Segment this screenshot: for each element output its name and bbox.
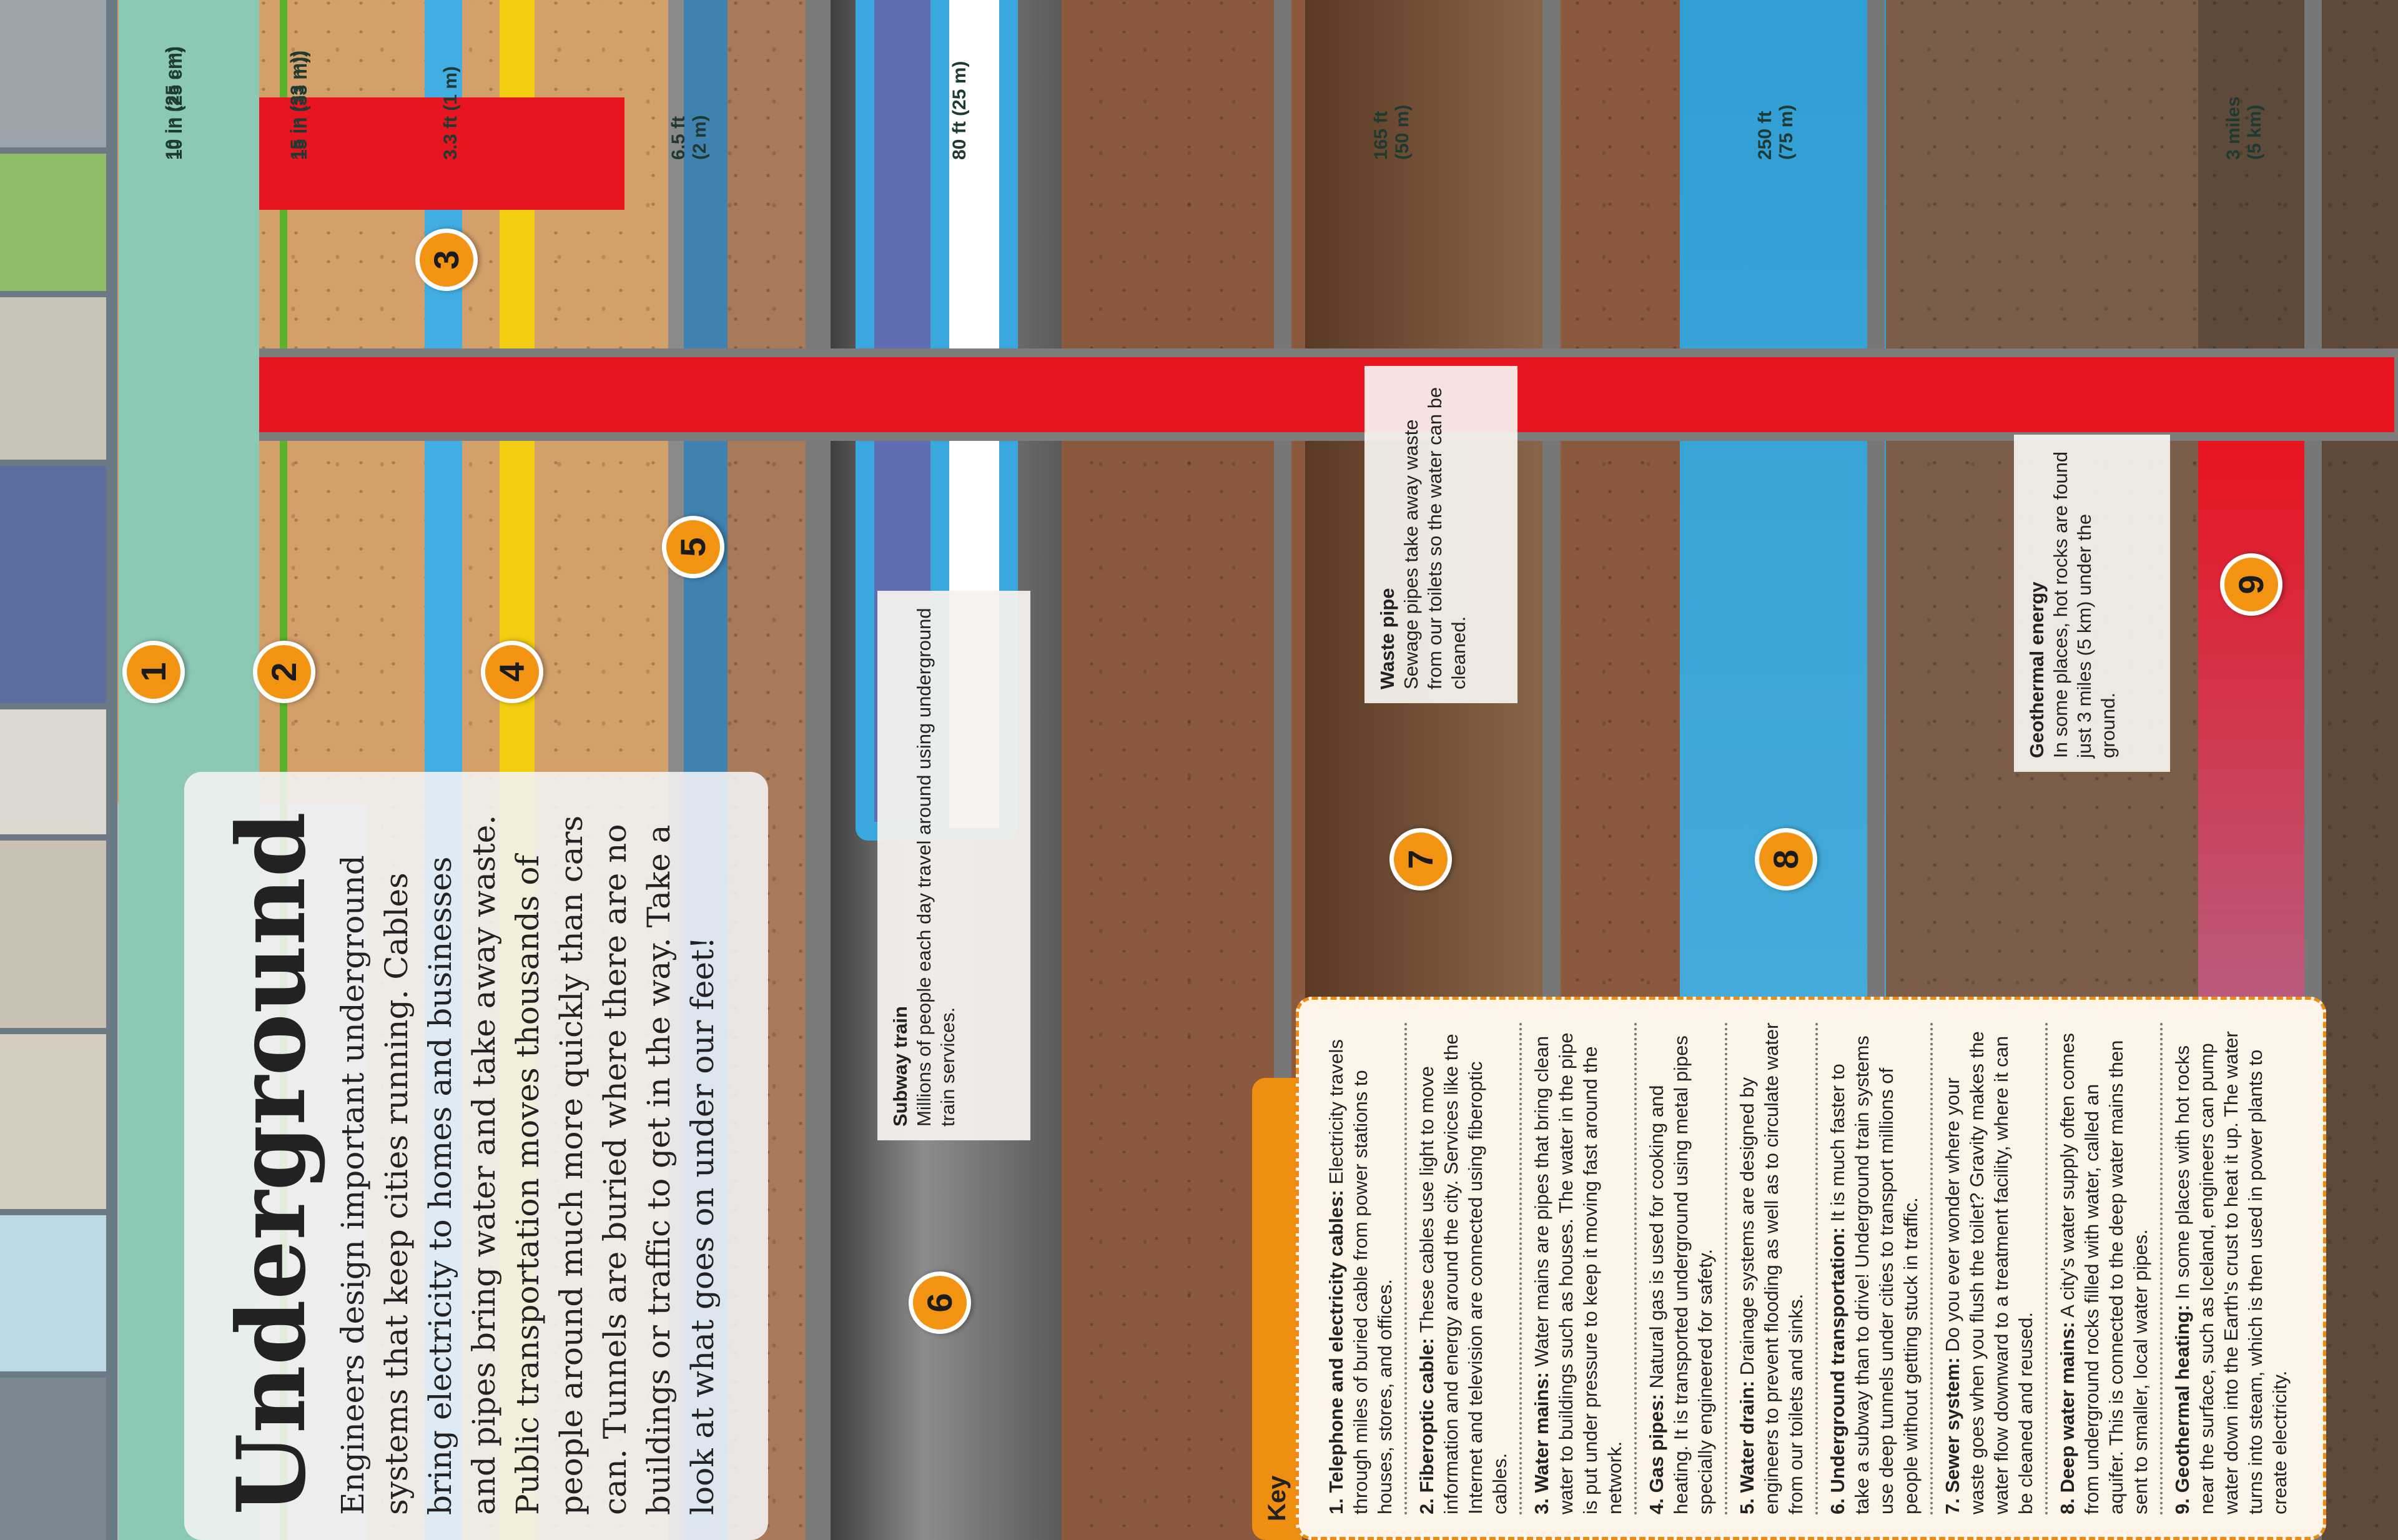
badge-4: 4	[481, 641, 543, 703]
building	[0, 297, 106, 460]
callout-title: Subway train	[889, 1006, 911, 1127]
key-tab: Key	[1252, 1078, 1302, 1540]
depth-label-3: 3.3 ft (1 m)	[440, 66, 461, 160]
key-item: 5. Water drain: Drainage systems are des…	[1727, 1022, 1818, 1514]
key-item: 6. Underground transportation: It is muc…	[1818, 1022, 1933, 1514]
callout-title: Waste pipe	[1376, 588, 1398, 690]
badge-5: 5	[662, 516, 724, 578]
callout-waste-pipe: Waste pipe Sewage pipes take away waste …	[1364, 366, 1517, 703]
key-item: 3. Water mains: Water mains are pipes th…	[1522, 1022, 1637, 1514]
building	[0, 1034, 106, 1209]
intro-text: Engineers design important underground s…	[335, 814, 721, 1515]
depth-label-5: 80 ft (25 m)	[949, 61, 970, 160]
depth-label-6: 165 ft(50 m)	[1371, 104, 1413, 160]
building	[0, 1378, 106, 1540]
key-item: 9. Geothermal heating: In some places wi…	[2171, 1031, 2291, 1514]
callout-text: Sewage pipes take away waste from our to…	[1400, 387, 1469, 689]
depth-label-4: 6.5 ft(2 m)	[668, 115, 710, 160]
callout-subway: Subway train Millions of people each day…	[877, 591, 1030, 1140]
red-heating-pipe	[187, 348, 2398, 441]
page-title: Underground	[217, 811, 327, 1515]
key-item: 4. Gas pipes: Natural gas is used for co…	[1637, 1022, 1727, 1514]
building	[0, 841, 106, 1028]
intro-panel: Underground Engineers design important u…	[184, 772, 768, 1540]
key-item: 7. Sewer system: Do you ever wonder wher…	[1933, 1022, 2048, 1514]
building	[0, 466, 106, 703]
badge-9: 9	[2220, 553, 2282, 616]
badge-2: 2	[253, 641, 315, 703]
depth-label-7: 250 ft(75 m)	[1755, 104, 1797, 160]
building	[0, 709, 106, 834]
callout-text: In some places, hot rocks are found just…	[2050, 451, 2119, 758]
key-item: 8. Deep water mains: A city's water supp…	[2048, 1022, 2163, 1514]
callout-geothermal: Geothermal energy In some places, hot ro…	[2014, 435, 2170, 772]
badge-1: 1	[122, 641, 185, 703]
depth-label-2: 15 in (33 m))	[290, 50, 311, 160]
depth-label-1: 10 in (25 cm)	[165, 46, 186, 160]
street-scene	[0, 0, 117, 1540]
building	[0, 0, 106, 147]
badge-6: 6	[909, 1271, 971, 1334]
badge-3: 3	[415, 229, 478, 291]
key-item: 2. Fiberoptic cable: These cables use li…	[1407, 1022, 1522, 1514]
callout-text: Millions of people each day travel aroun…	[913, 608, 959, 1127]
badge-8: 8	[1755, 828, 1817, 891]
key-box: 1. Telephone and electricity cables: Ele…	[1296, 997, 2326, 1540]
badge-7: 7	[1389, 828, 1452, 891]
depth-label-8: 3 miles(5 km)	[2223, 96, 2265, 160]
key-item: 1. Telephone and electricity cables: Ele…	[1316, 1022, 1407, 1514]
building	[0, 1215, 106, 1371]
callout-title: Geothermal energy	[2026, 581, 2048, 758]
building	[0, 154, 106, 291]
